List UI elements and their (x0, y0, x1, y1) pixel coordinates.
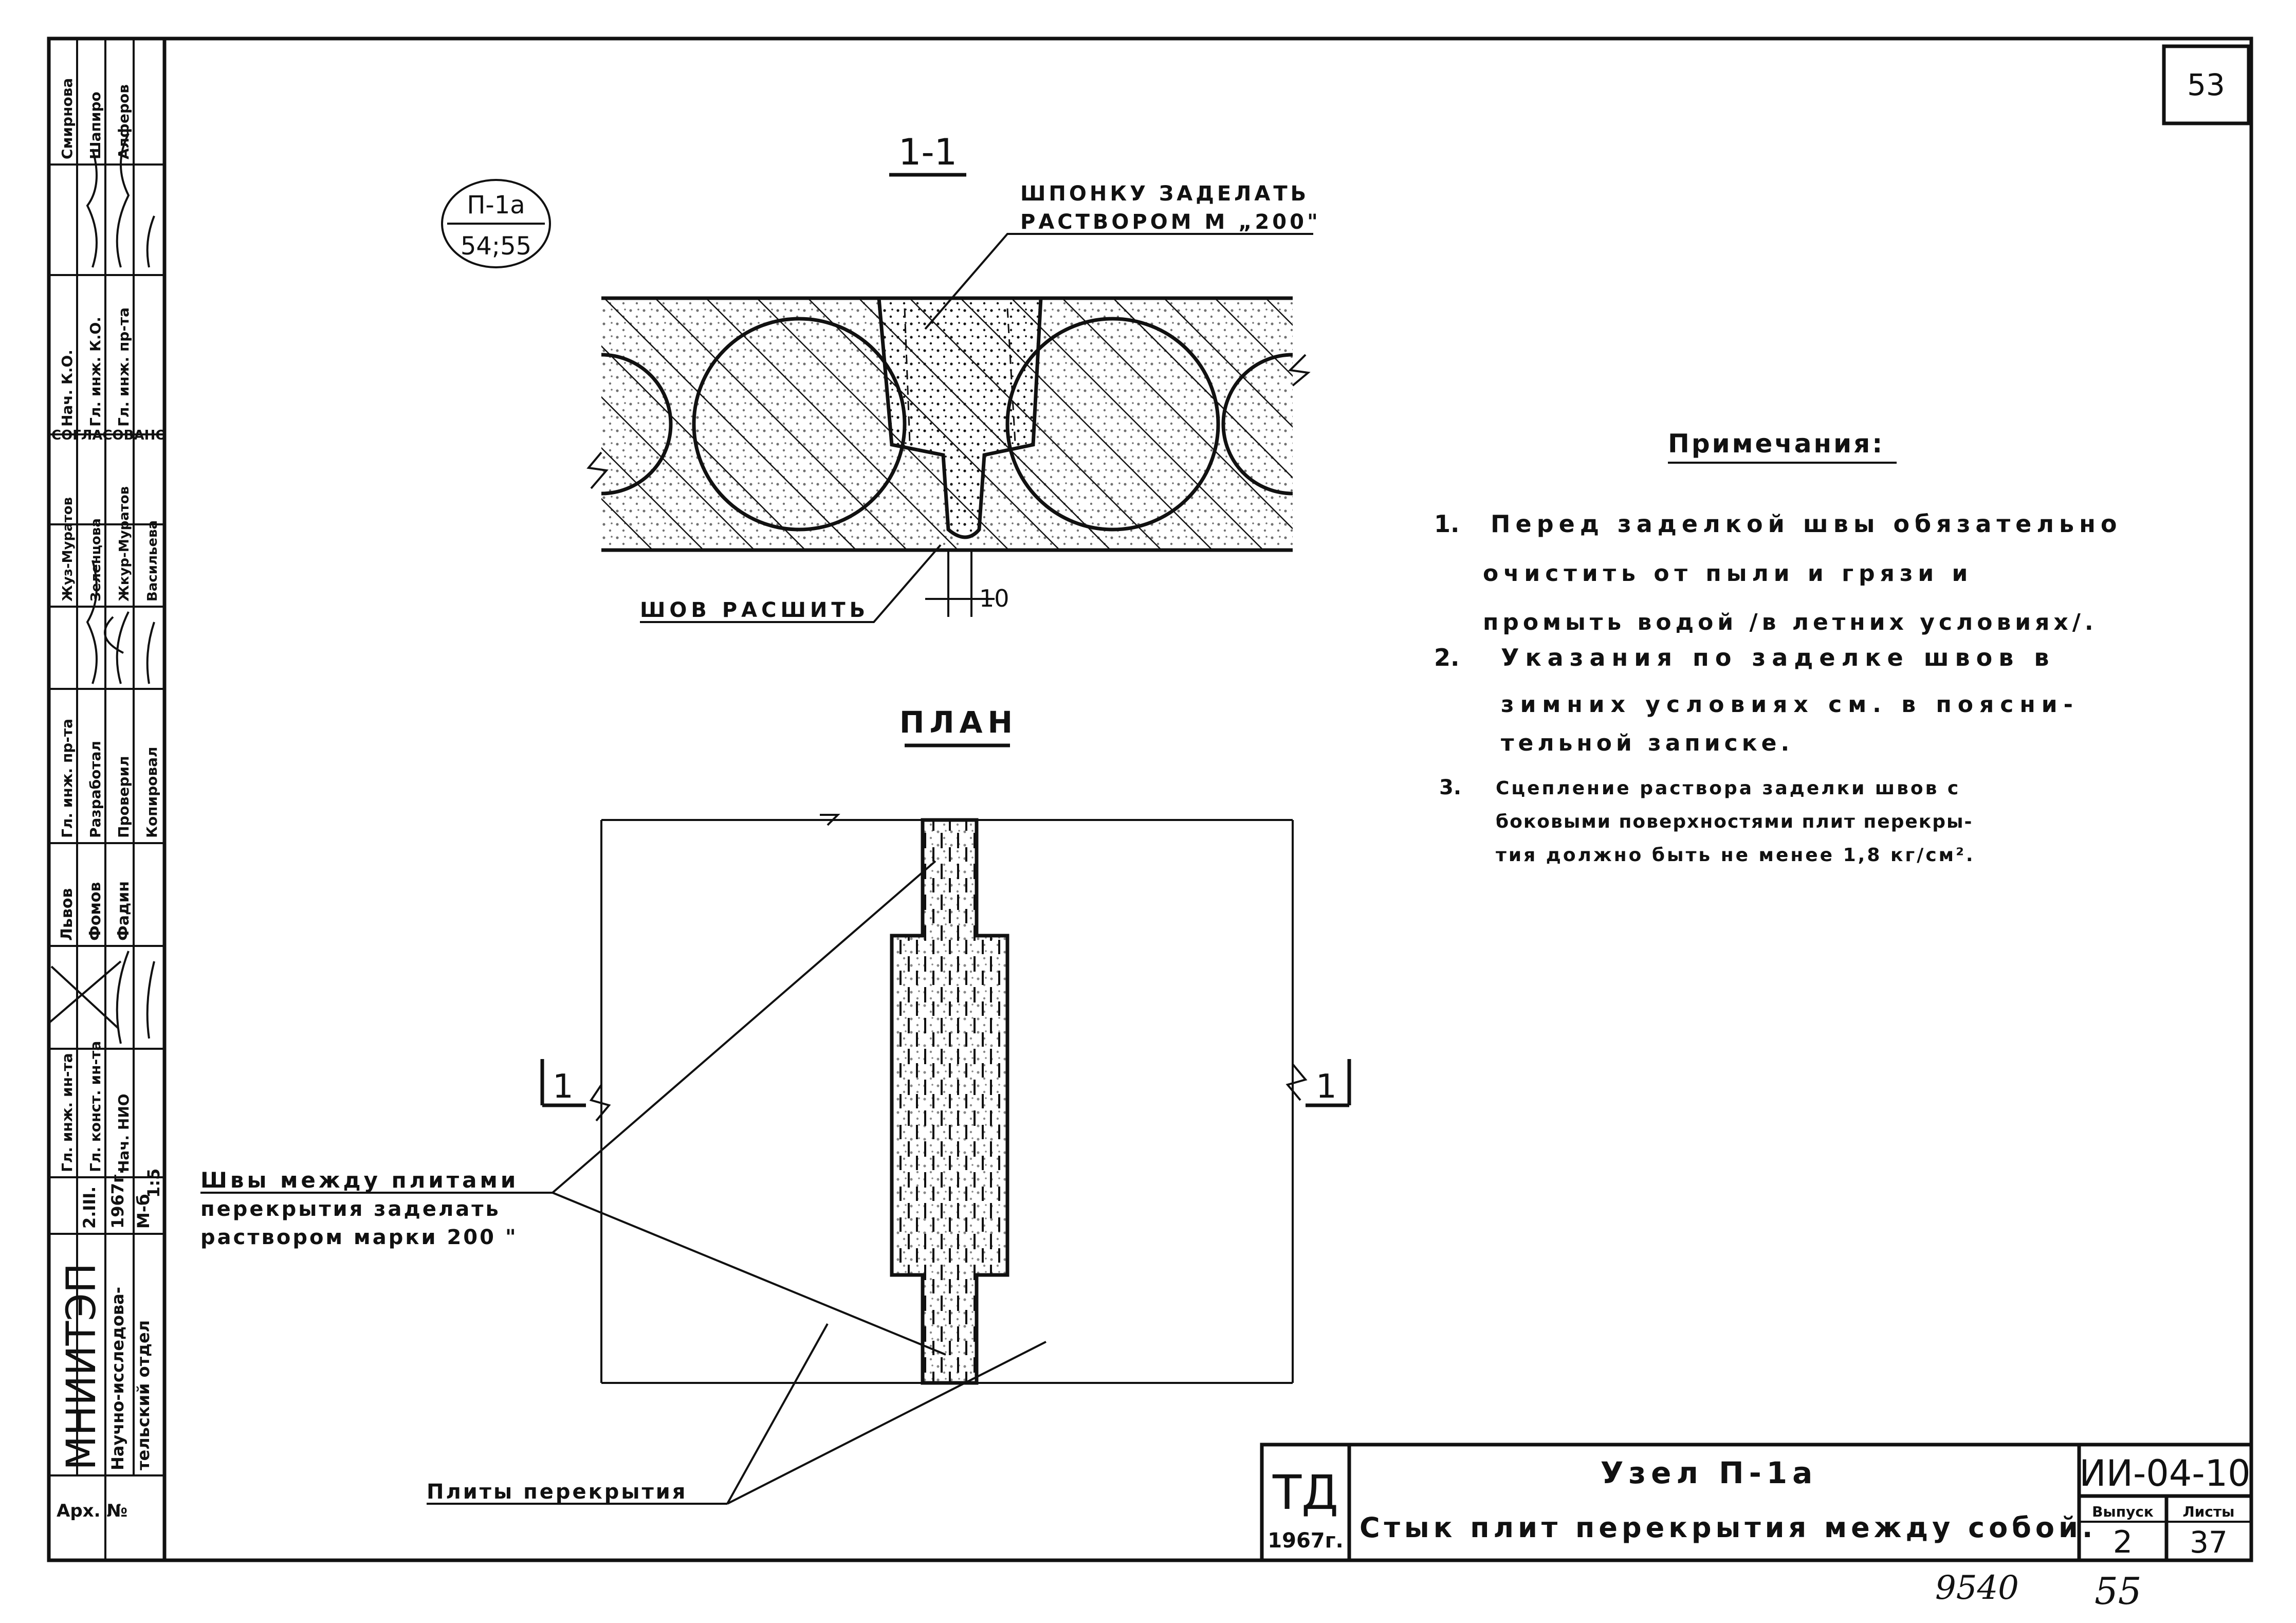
name-b-4: Васильева (145, 520, 160, 601)
role-c-1: Нач. К.О. (59, 350, 76, 427)
note-1-num: 1. (1434, 510, 1459, 538)
cut-marker-left: 1 (553, 1068, 574, 1106)
node-ref-bottom: 54;55 (461, 232, 531, 261)
slabs-note: Плиты перекрытия (427, 1480, 687, 1504)
page-number: 53 (2187, 67, 2225, 102)
name-a-3: Фадин (115, 881, 133, 941)
note-3-line1: Сцепление раствора заделки швов с (1496, 778, 1960, 799)
scale-row-1: М-б (134, 1194, 153, 1229)
year-row-1: 2.III. (80, 1187, 99, 1229)
role-a-2: Гл. конст. ин-та (87, 1041, 104, 1172)
archive-label: Арх. № (57, 1501, 127, 1521)
page-footer-number: 55 (2095, 1570, 2142, 1613)
scale-row-2: 1:5 (144, 1169, 163, 1198)
note-3-line2: боковыми поверхностями плит перекры- (1496, 811, 1973, 832)
organization-name: МНИИТЭП (59, 1263, 105, 1470)
signatures (48, 133, 155, 1044)
role-c-2: Гл. инж. К.О. (87, 317, 104, 427)
key-note-line1: ШПОНКУ ЗАДЕЛАТЬ (1020, 182, 1309, 206)
role-a-3: Нач. НИО (115, 1093, 132, 1172)
archive-number: 9540 (1935, 1569, 2019, 1607)
note-3-num: 3. (1439, 776, 1461, 799)
key-note-line2: РАСТВОРОМ М „200" (1020, 210, 1321, 234)
department-line2: тельский отдел (134, 1320, 153, 1470)
note-2-line2: зимних условиях см. в поясни- (1501, 691, 2079, 718)
role-b-3: Проверил (115, 756, 132, 838)
node-title: Узел П-1а (1601, 1455, 1818, 1490)
seam-note: ШОВ РАСШИТЬ (640, 598, 869, 622)
title-block: ТД 1967г. Узел П-1а Стык плит перекрытия… (1260, 1443, 2253, 1562)
name-a-2: Фомов (86, 882, 104, 941)
role-b-2: Разработал (87, 741, 104, 838)
plan-view: ПЛАН 1 1 Швы между плитами перекрытия за… (200, 705, 1351, 1505)
role-b-1: Гл. инж. пр-та (59, 719, 76, 838)
name-b-3: Жкур-Муратов (117, 486, 132, 601)
name-c-2: Шапиро (87, 92, 104, 159)
note-2-line1: Указания по заделке швов в (1501, 644, 2055, 671)
node-reference-callout: П-1а 54;55 (441, 179, 551, 268)
year-row-2: 1967г. (108, 1168, 127, 1229)
issue-value: 2 (2113, 1524, 2133, 1560)
issue-label: Выпуск (2092, 1503, 2154, 1520)
role-a-1: Гл. инж. ин-та (59, 1053, 76, 1172)
note-2-num: 2. (1434, 644, 1459, 671)
plan-title: ПЛАН (899, 705, 1018, 740)
name-a-1: Львов (58, 888, 76, 941)
title-year: 1967г. (1268, 1529, 1343, 1553)
role-b-4: Копировал (143, 747, 160, 838)
seams-note-line3: раствором марки 200 " (200, 1226, 518, 1249)
name-c-1: Смирнова (59, 78, 76, 159)
cut-marker-right: 1 (1316, 1068, 1337, 1106)
department-line1: Научно-исследова- (108, 1287, 127, 1470)
dimension-10: 10 (979, 585, 1009, 612)
note-1-line2: очистить от пыли и грязи и (1483, 560, 1973, 587)
series-code: ИИ-04-10 (2079, 1452, 2250, 1494)
seams-note-line1: Швы между плитами (200, 1168, 519, 1193)
page-number-box: 53 (2162, 44, 2251, 125)
seams-note-line2: перекрытия заделать (200, 1197, 501, 1221)
node-ref-top: П-1а (467, 191, 525, 220)
name-b-1: Жуз-Муратов (60, 497, 76, 601)
sheet-label: Листы (2182, 1503, 2234, 1520)
section-title: 1-1 (898, 131, 957, 173)
title-code: ТД (1272, 1465, 1338, 1520)
agreed-label: СОГЛАСОВАНО (51, 428, 167, 443)
sheet-value: 37 (2190, 1525, 2228, 1560)
note-1-line3: промыть водой /в летних условиях/. (1483, 609, 2098, 635)
section-1-1: 1-1 ШПОНКУ ЗАДЕЛАТЬ РАСТВОРОМ М „200" ШО… (586, 131, 1321, 623)
notes-block: Примечания: 1. Перед заделкой швы обязат… (1434, 429, 2122, 866)
side-stamp: Арх. № МНИИТЭП Научно-исследова- тельски… (48, 39, 167, 1560)
note-2-line3: тельной записке. (1501, 730, 1793, 756)
role-c-3: Гл. инж. пр-та (115, 307, 132, 427)
sheet-frame (47, 37, 2253, 1562)
notes-heading: Примечания: (1668, 429, 1884, 459)
note-3-line3: тия должно быть не менее 1,8 кг/см². (1496, 845, 1975, 866)
node-description: Стык плит перекрытия между собой. (1360, 1511, 2097, 1544)
note-1-line1: Перед заделкой швы обязательно (1491, 510, 2122, 538)
